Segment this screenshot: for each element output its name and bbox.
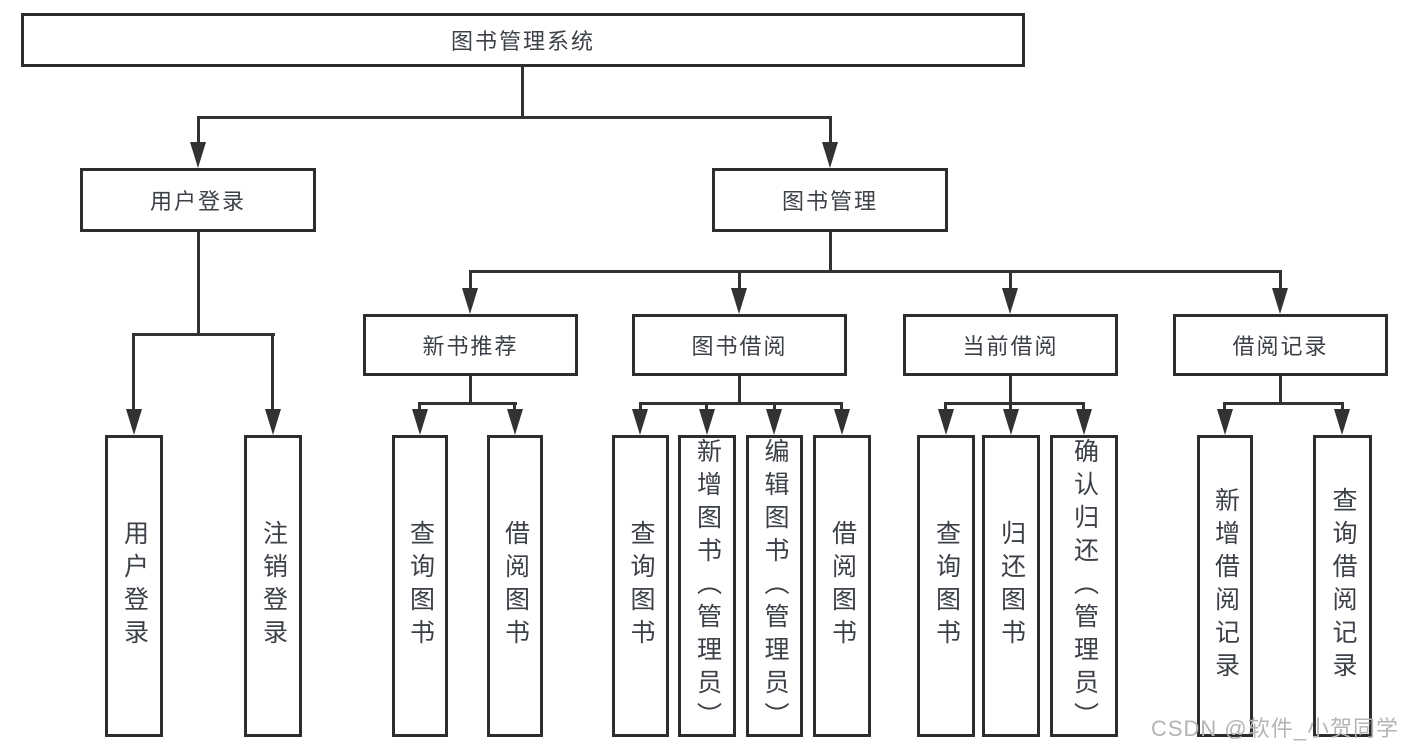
connector-leaf-stem [1082,402,1085,411]
leaf-label: 借阅图书 [501,520,530,652]
arrow-down-icon [412,409,428,435]
node-borrowing-records: 借阅记录 [1173,314,1388,376]
connector-user-login-stem [197,116,200,142]
node-label: 图书借阅 [691,334,788,359]
leaf-confirm-return-admin: 确认归还（管理员） [1050,435,1118,737]
leaf-label: 新增图书（管理员） [693,437,722,735]
arrow-down-icon [265,409,281,435]
arrow-down-icon [1334,409,1350,435]
connector-group-stem [469,270,472,288]
arrow-down-icon [190,142,206,168]
connector-groupA-down [469,376,472,404]
connector-groupC-bus [944,402,1085,405]
leaf-label: 确认归还（管理员） [1070,437,1099,735]
arrow-down-icon [1003,409,1019,435]
leaf-label: 查询图书 [627,520,655,652]
connector-group-stem [1279,270,1282,288]
connector-group-stem [1009,270,1012,288]
leaf-query-books-current: 查询图书 [917,435,975,737]
connector-root-bus [197,116,832,119]
connector-groupD-down [1279,376,1282,404]
connector-leaf-stem [418,402,421,411]
connector-groupD-bus [1223,402,1343,405]
leaf-label: 借阅图书 [828,520,857,652]
connector-leaf-stem [944,402,947,411]
node-book-management: 图书管理 [712,168,948,232]
leaf-edit-books-admin: 编辑图书（管理员） [746,435,803,737]
node-label: 新书推荐 [422,334,519,359]
leaf-label: 注销登录 [259,520,288,652]
connector-book-management-bus [469,270,1282,273]
leaf-label: 归还图书 [997,520,1026,652]
arrow-down-icon [1002,288,1018,314]
leaf-label: 用户登录 [120,520,149,652]
leaf-label: 查询图书 [932,520,961,652]
node-label: 当前借阅 [962,334,1059,359]
node-user-login: 用户登录 [80,168,316,232]
connector-leaf-stem [639,402,642,411]
connector-user-login-down [197,232,200,335]
arrow-down-icon [632,409,648,435]
arrow-down-icon [699,409,715,435]
leaf-label: 查询借阅记录 [1329,487,1357,685]
connector-groupC-down [1009,376,1012,404]
arrow-down-icon [126,409,142,435]
connector-leaf-stem [513,402,516,411]
arrow-down-icon [1076,409,1092,435]
connector-groupB-down [738,376,741,404]
arrow-down-icon [822,142,838,168]
connector-leaf-stem [271,333,274,409]
leaf-borrow-books: 借阅图书 [813,435,871,737]
connector-leaf-stem [1009,402,1012,411]
leaf-label: 新增借阅记录 [1211,487,1240,685]
leaf-borrow-books-recommend: 借阅图书 [487,435,543,737]
node-label: 用户登录 [149,189,246,214]
connector-leaf-stem [705,402,708,411]
leaf-query-borrow-record: 查询借阅记录 [1313,435,1372,737]
connector-leaf-stem [840,402,843,411]
leaf-add-books-admin: 新增图书（管理员） [678,435,736,737]
node-book-borrowing: 图书借阅 [632,314,847,376]
csdn-watermark: CSDN @软件_小贺同学 [1150,716,1399,741]
leaf-query-books-borrow: 查询图书 [612,435,669,737]
connector-group-stem [738,270,741,288]
leaf-return-books: 归还图书 [982,435,1040,737]
leaf-query-books-recommend: 查询图书 [392,435,448,737]
connector-root-stem [521,67,524,119]
connector-groupB-bus [639,402,843,405]
leaf-label: 查询图书 [406,520,435,652]
arrow-down-icon [834,409,850,435]
arrow-down-icon [938,409,954,435]
connector-leaf-stem [1223,402,1226,411]
connector-book-management-stem [829,116,832,142]
connector-user-login-bus [132,333,275,336]
node-current-borrowing: 当前借阅 [903,314,1118,376]
connector-leaf-stem [1341,402,1344,411]
arrow-down-icon [731,288,747,314]
leaf-add-borrow-record: 新增借阅记录 [1197,435,1253,737]
node-label: 图书管理系统 [450,29,595,54]
arrow-down-icon [507,409,523,435]
leaf-logout: 注销登录 [244,435,302,737]
node-label: 图书管理 [781,189,878,214]
connector-book-management-down [829,232,832,273]
leaf-label: 编辑图书（管理员） [761,437,789,735]
node-new-book-recommendation: 新书推荐 [363,314,578,376]
node-label: 借阅记录 [1232,334,1329,359]
connector-leaf-stem [773,402,776,411]
arrow-down-icon [766,409,782,435]
connector-leaf-stem [132,333,135,409]
arrow-down-icon [1217,409,1233,435]
leaf-user-login: 用户登录 [105,435,163,737]
arrow-down-icon [1272,288,1288,314]
node-library-management-system: 图书管理系统 [21,13,1025,67]
connector-groupA-bus [418,402,517,405]
arrow-down-icon [462,288,478,314]
